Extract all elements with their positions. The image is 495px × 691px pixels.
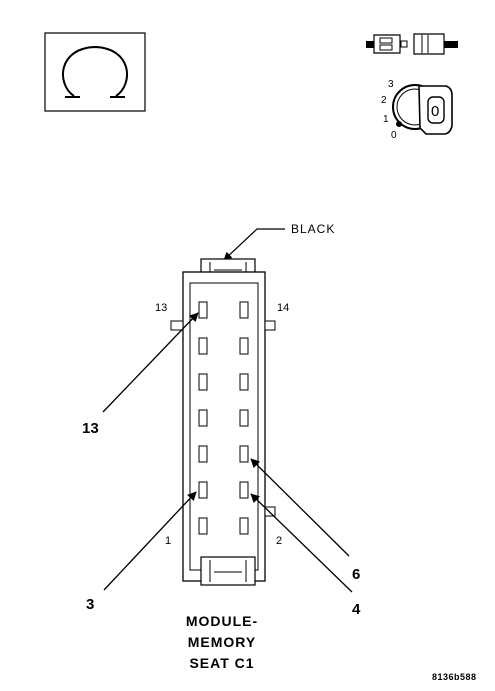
ignition-key-label: 0 xyxy=(431,103,439,120)
callout-arrow-13 xyxy=(102,312,199,413)
cavity-10 xyxy=(239,373,249,391)
ohmmeter-icon xyxy=(44,32,146,112)
connector-title-line-3: SEAT C1 xyxy=(189,655,254,671)
ignition-position-2: 2 xyxy=(381,95,387,106)
callout-arrow-6 xyxy=(250,458,350,557)
connector-title-line-1: MODULE- xyxy=(186,613,258,629)
cavity-label-14: 14 xyxy=(277,302,289,314)
cavity-7 xyxy=(198,409,208,427)
connector-color-label: BLACK xyxy=(291,222,335,236)
cavity-14 xyxy=(239,301,249,319)
disconnected-connector-icon xyxy=(366,33,458,55)
ignition-position-0: 0 xyxy=(391,130,397,141)
cavity-label-2: 2 xyxy=(276,535,282,547)
ignition-position-1: 1 xyxy=(383,114,389,125)
cavity-column-left xyxy=(198,301,208,535)
cavity-label-1: 1 xyxy=(165,535,171,547)
callout-3: 3 xyxy=(86,596,94,613)
connector-title-line-2: MEMORY xyxy=(188,634,256,650)
cavity-11 xyxy=(198,337,208,355)
cavity-column-right xyxy=(239,301,249,535)
cavity-13 xyxy=(198,301,208,319)
callout-arrow-3 xyxy=(103,491,197,591)
callout-4: 4 xyxy=(352,601,361,618)
ignition-position-3: 3 xyxy=(388,79,394,90)
cavity-12 xyxy=(239,337,249,355)
cavity-2 xyxy=(239,517,249,535)
cavity-5 xyxy=(198,445,208,463)
cavity-6 xyxy=(239,445,249,463)
callout-arrow-4 xyxy=(250,493,353,593)
callout-13: 13 xyxy=(82,420,99,437)
figure-code: 8136b588 xyxy=(432,672,477,682)
cavity-4 xyxy=(239,481,249,499)
connector-c1 xyxy=(170,258,276,586)
cavity-label-13: 13 xyxy=(155,302,167,314)
cavity-1 xyxy=(198,517,208,535)
ignition-key-icon: 3 2 1 0 0 xyxy=(381,79,453,141)
color-label-leader xyxy=(223,228,285,261)
callout-6: 6 xyxy=(352,566,360,583)
cavity-3 xyxy=(198,481,208,499)
cavity-8 xyxy=(239,409,249,427)
cavity-9 xyxy=(198,373,208,391)
